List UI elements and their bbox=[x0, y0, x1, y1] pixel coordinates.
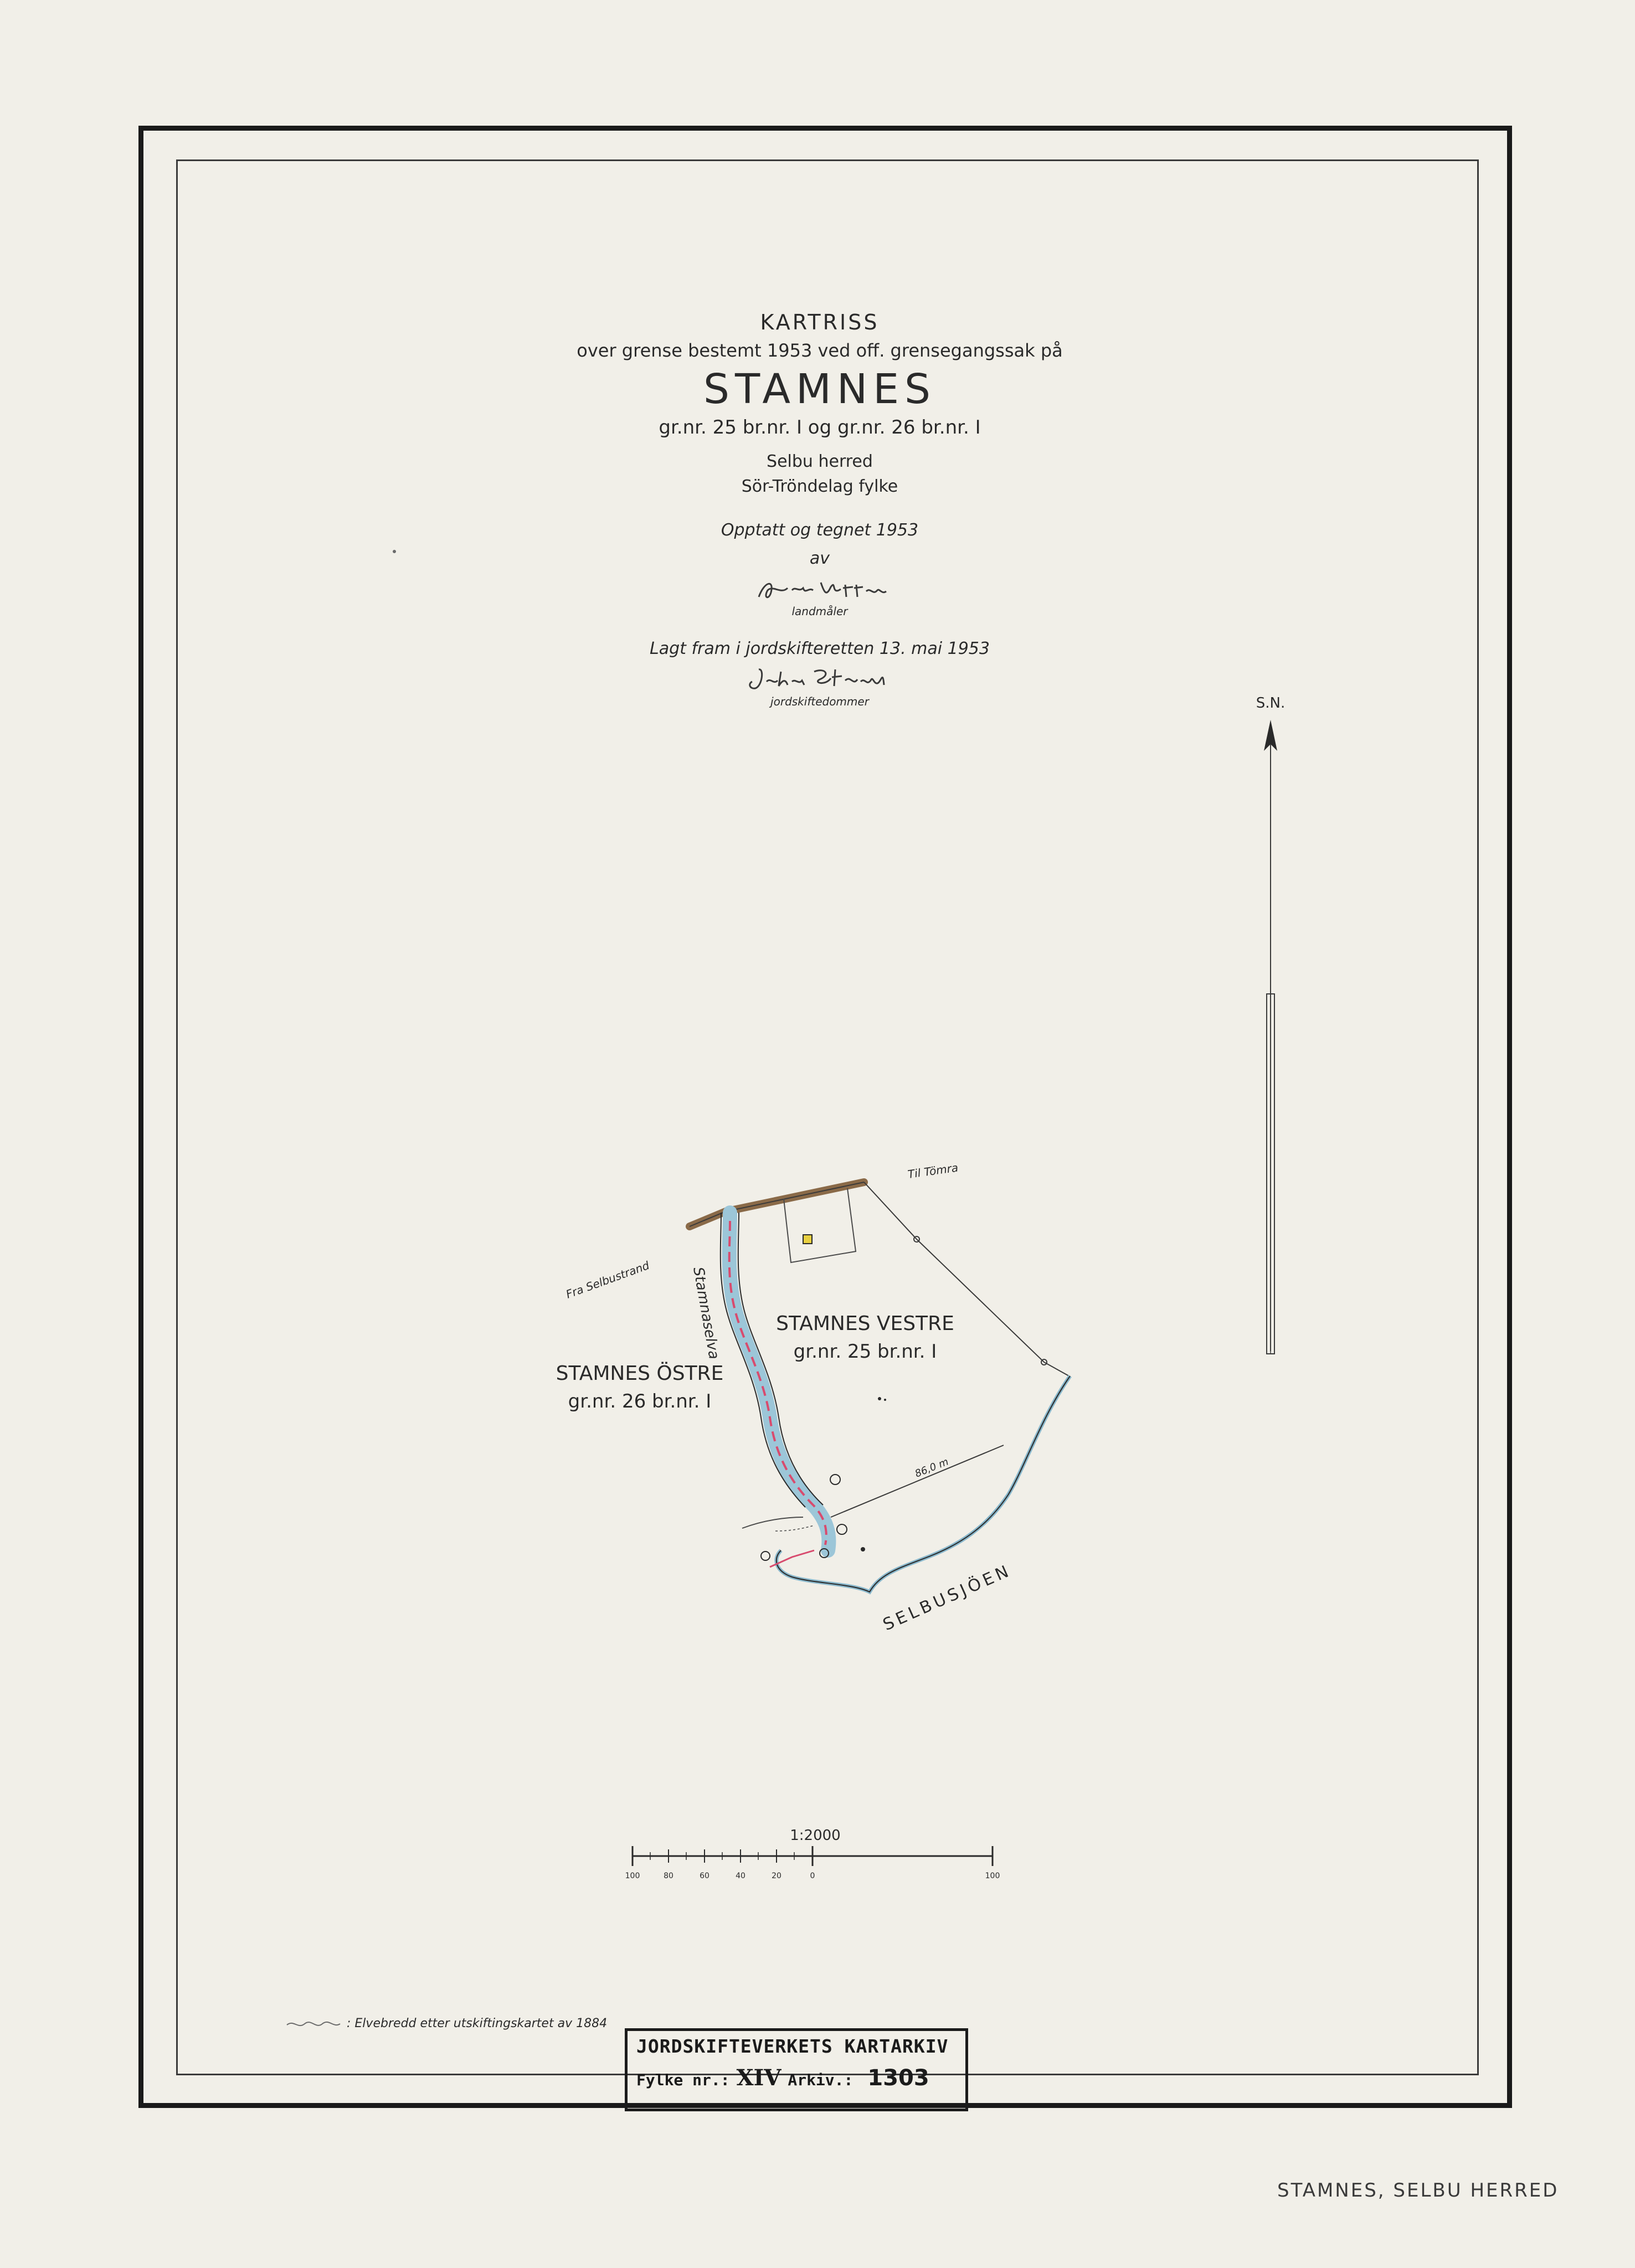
svg-text:Til Tömra: Til Tömra bbox=[907, 1161, 959, 1181]
scale-ratio: 1:2000 bbox=[790, 1827, 840, 1844]
legend-note-text: : Elvebredd etter utskiftingskartet av 1… bbox=[347, 2017, 608, 2030]
river-label: Stamnaselva bbox=[690, 1266, 722, 1360]
judge-title: jordskiftedommer bbox=[770, 695, 869, 708]
map-type-title: KARTRISS bbox=[760, 310, 880, 334]
svg-text:Stamnaselva: Stamnaselva bbox=[690, 1266, 722, 1360]
road-label-from: Fra Selbustrand bbox=[564, 1259, 651, 1301]
north-arrow-label: S.N. bbox=[1256, 695, 1285, 712]
boundary-line-ne bbox=[863, 1182, 1070, 1377]
svg-text:86,0 m: 86,0 m bbox=[913, 1456, 950, 1480]
scale-tick-label: 100 bbox=[985, 1872, 1000, 1880]
road-label-to: Til Tömra bbox=[907, 1161, 959, 1181]
presented-note: Lagt fram i jordskifteretten 13. mai 195… bbox=[650, 639, 990, 658]
by-word: av bbox=[809, 549, 830, 568]
lake-shore bbox=[774, 1375, 1072, 1595]
stamp-arkiv-value: 1303 bbox=[867, 2065, 929, 2091]
stamp-row: Fylke nr.: XIV Arkiv.: 1303 bbox=[636, 2065, 957, 2091]
stamp-fylke-value: XIV bbox=[736, 2065, 781, 2091]
title-block: KARTRISS over grense bestemt 1953 ved of… bbox=[498, 310, 1141, 708]
scale-tick-label: 100 bbox=[625, 1872, 640, 1880]
stamp-arkiv-label: Arkiv.: bbox=[788, 2071, 854, 2089]
judge-signature bbox=[749, 668, 885, 689]
property-numbers: gr.nr. 25 br.nr. I og gr.nr. 26 br.nr. I bbox=[659, 416, 981, 439]
yard-outline bbox=[783, 1188, 857, 1264]
road bbox=[686, 1178, 868, 1230]
legend-note: : Elvebredd etter utskiftingskartet av 1… bbox=[286, 2017, 607, 2030]
scale-tick-label: 0 bbox=[810, 1872, 815, 1880]
svg-text:SELBUSJÖEN: SELBUSJÖEN bbox=[880, 1560, 1015, 1635]
river bbox=[722, 1205, 836, 1558]
scale-tick-label: 80 bbox=[664, 1872, 673, 1880]
scale-tick-label: 40 bbox=[736, 1872, 745, 1880]
boundary-segment-sw bbox=[769, 1549, 815, 1568]
surveyor-signature bbox=[758, 582, 887, 599]
measure-line bbox=[830, 1445, 1004, 1518]
map-subtitle: over grense bestemt 1953 ved off. grense… bbox=[577, 340, 1063, 361]
stamp-title: JORDSKIFTEVERKETS KARTARKIV bbox=[636, 2035, 949, 2057]
place-name: STAMNES bbox=[703, 365, 936, 413]
map-outer-border bbox=[138, 126, 1512, 2108]
surveyor-title: landmåler bbox=[791, 605, 848, 618]
county: Sör-Tröndelag fylke bbox=[741, 477, 898, 496]
riverbank-symbol bbox=[286, 2021, 341, 2026]
parcel-vestre-ids: gr.nr. 25 br.nr. I bbox=[794, 1341, 937, 1363]
parcel-vestre-name: STAMNES VESTRE bbox=[776, 1312, 954, 1335]
svg-text:Fra Selbustrand: Fra Selbustrand bbox=[564, 1259, 651, 1301]
building bbox=[803, 1234, 813, 1244]
municipality: Selbu herred bbox=[767, 452, 873, 471]
scale-tick-label: 20 bbox=[772, 1872, 781, 1880]
archive-stamp: JORDSKIFTEVERKETS KARTARKIV Fylke nr.: X… bbox=[625, 2028, 968, 2111]
surveyed-note: Opptatt og tegnet 1953 bbox=[721, 520, 919, 540]
parcel-ostre-name: STAMNES ÖSTRE bbox=[556, 1362, 724, 1385]
stamp-fylke-label: Fylke nr.: bbox=[636, 2071, 730, 2089]
measure-label: 86,0 m bbox=[913, 1456, 950, 1480]
north-arrow: S.N. bbox=[1256, 695, 1285, 1354]
map-inner-border bbox=[176, 159, 1479, 2075]
boundary-along-river bbox=[728, 1220, 827, 1545]
scale-bar: 1:2000 100 80 60 40 20 0 100 bbox=[625, 1827, 1000, 1880]
north-arrowhead bbox=[1264, 720, 1277, 751]
parcel-ostre-ids: gr.nr. 26 br.nr. I bbox=[568, 1390, 712, 1413]
scale-tick-label: 60 bbox=[700, 1872, 709, 1880]
footer-label: STAMNES, SELBU HERRED bbox=[1277, 2179, 1559, 2202]
lake-label: SELBUSJÖEN bbox=[880, 1560, 1015, 1635]
